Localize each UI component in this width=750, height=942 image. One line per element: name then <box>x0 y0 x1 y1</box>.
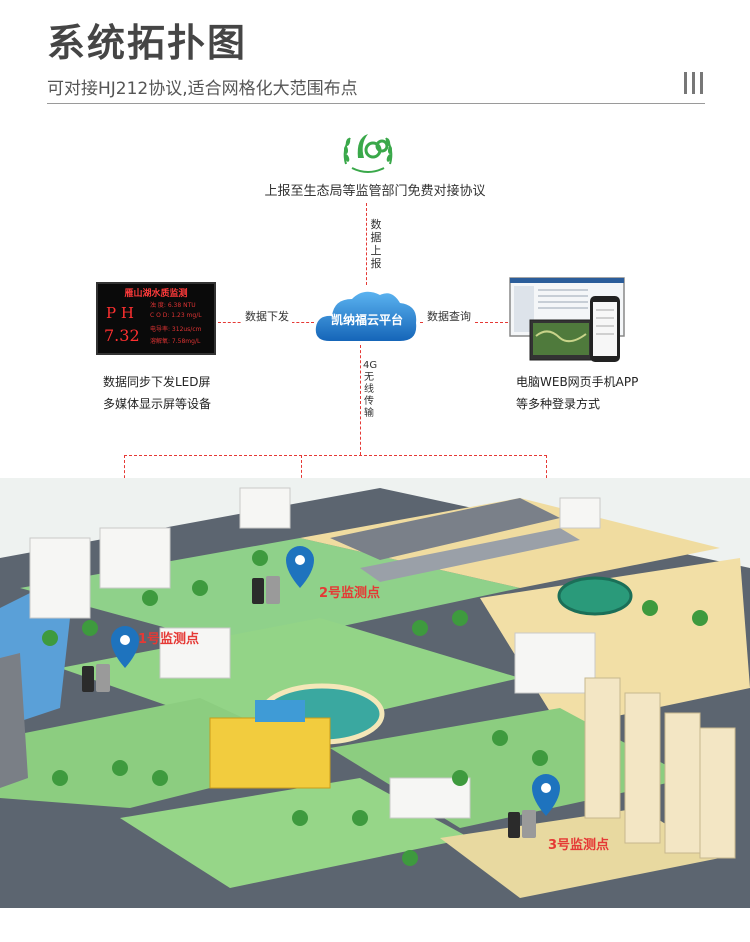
page-title: 系统拓扑图 <box>47 21 248 65</box>
led-reading: 溶解氧: 7.58mg/L <box>150 338 201 345</box>
led-caption-line2: 多媒体显示屏等设备 <box>103 397 212 411</box>
devices-caption-line1: 电脑WEB网页手机APP <box>516 375 639 389</box>
led-reading: 电导率: 312us/cm <box>150 326 202 333</box>
edge-label-wireless: 4G无线传输 <box>363 360 378 420</box>
connector-top <box>366 203 367 285</box>
page-subtitle: 可对接HJ212协议,适合网格化大范围布点 <box>47 79 358 99</box>
computer-phone-icon <box>509 277 625 362</box>
led-ph-value: 7.32 <box>104 326 140 345</box>
led-screen: 雁山湖水质监测 P H 7.32 浊 度: 6.38 NTU C O D: 1.… <box>96 282 216 355</box>
connector-bus <box>124 455 547 456</box>
edge-label-report-up: 数据上报 <box>369 218 383 270</box>
cloud-platform-icon <box>315 291 417 341</box>
cloud-platform-label: 凯纳福云平台 <box>330 313 403 327</box>
monitoring-point-2-label: 2号监测点 <box>319 586 381 601</box>
monitoring-point-3-label: 3号监测点 <box>548 838 610 853</box>
led-caption: 数据同步下发LED屏 多媒体显示屏等设备 <box>103 371 211 415</box>
devices-caption: 电脑WEB网页手机APP 等多种登录方式 <box>516 371 638 415</box>
led-caption-line1: 数据同步下发LED屏 <box>103 375 211 389</box>
top-node-label: 上报至生态局等监管部门免费对接协议 <box>264 184 486 199</box>
environmental-agency-logo <box>343 134 393 173</box>
led-reading: C O D: 1.23 mg/L <box>150 312 202 319</box>
led-screen-title: 雁山湖水质监测 <box>124 289 188 299</box>
header-divider <box>47 103 705 104</box>
monitoring-point-1-label: 1号监测点 <box>138 632 200 647</box>
edge-label-data-query: 数据查询 <box>424 308 474 324</box>
devices-caption-line2: 等多种登录方式 <box>516 397 601 411</box>
edge-label-data-down: 数据下发 <box>242 308 292 324</box>
connector-down <box>360 345 361 455</box>
led-ph-label: P H <box>106 304 134 322</box>
led-reading: 浊 度: 6.38 NTU <box>150 302 196 309</box>
menu-bars-icon <box>684 72 703 94</box>
city-illustration <box>0 478 750 908</box>
